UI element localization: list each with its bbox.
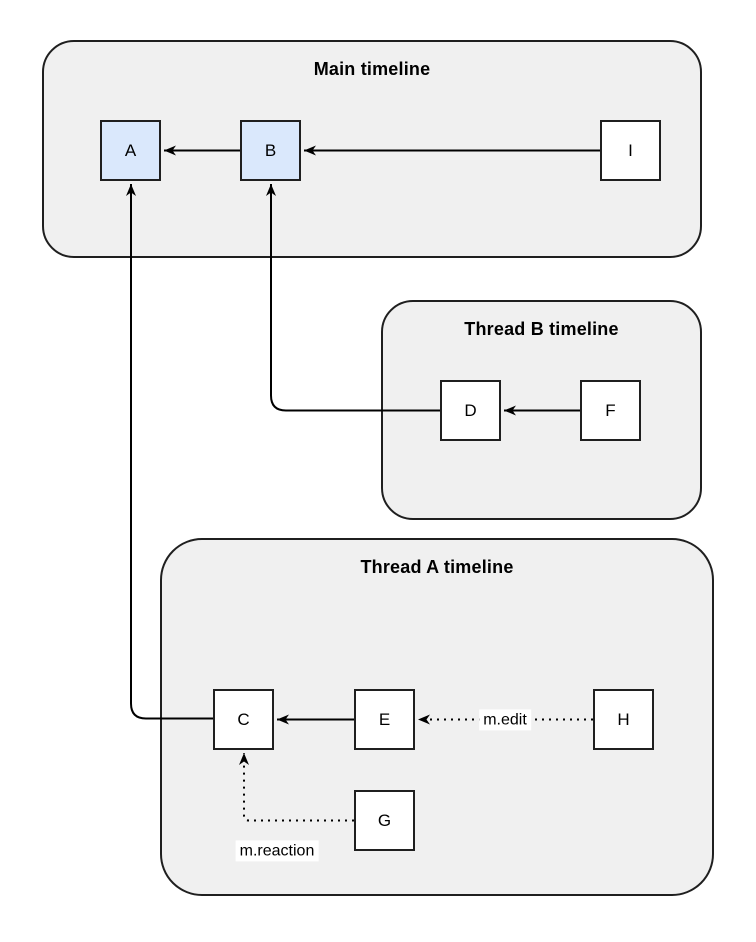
node-a-label: A <box>124 140 137 160</box>
group-title-thread-b-timeline: Thread B timeline <box>464 319 619 339</box>
node-b-label: B <box>264 140 277 160</box>
node-d: D <box>440 380 501 441</box>
node-g: G <box>354 790 415 851</box>
group-title-thread-a-timeline: Thread A timeline <box>360 557 514 577</box>
node-b: B <box>240 120 301 181</box>
node-c: C <box>213 689 274 750</box>
node-g-label: G <box>377 810 392 830</box>
node-d-label: D <box>464 400 477 420</box>
edge-label-m-reaction: m.reaction <box>235 840 319 862</box>
node-e-label: E <box>378 709 391 729</box>
edge-label-m-edit: m.edit <box>479 709 531 731</box>
node-e: E <box>354 689 415 750</box>
node-i: I <box>600 120 661 181</box>
node-c-label: C <box>237 709 250 729</box>
node-h: H <box>593 689 654 750</box>
node-i-label: I <box>628 140 633 160</box>
node-a: A <box>100 120 161 181</box>
group-thread-b-timeline: Thread B timeline <box>381 300 702 520</box>
node-h-label: H <box>617 709 630 729</box>
node-f-label: F <box>605 400 616 420</box>
group-title-main-timeline: Main timeline <box>313 59 431 79</box>
node-f: F <box>580 380 641 441</box>
